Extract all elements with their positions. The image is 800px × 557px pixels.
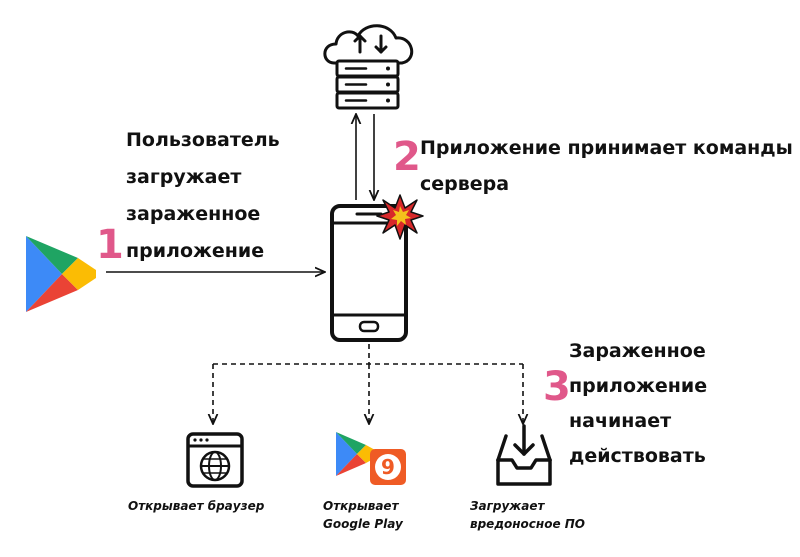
cloud-server-icon <box>323 24 414 110</box>
google-play-badge-icon: 9 <box>336 432 406 485</box>
step-1-line-3: зараженное <box>126 203 261 225</box>
step-1-line-1: Пользователь <box>126 129 280 151</box>
step-number-3: 3 <box>543 364 571 410</box>
step-2-text: Приложение принимает команды с сервера <box>420 130 800 202</box>
outcome-2-caption: Открывает Google Play <box>323 497 403 533</box>
step-1-line-4: приложение <box>126 240 265 262</box>
step-3-text: Зараженное приложение начинает действова… <box>569 334 707 474</box>
step-1-line-2: загружает <box>126 166 242 188</box>
browser-globe-icon <box>186 432 244 488</box>
step-1-text: Пользователь загружает зараженное прилож… <box>126 122 280 270</box>
step-3-line-1: Зараженное <box>569 340 706 362</box>
step-3-line-4: действовать <box>569 445 706 467</box>
step-number-1: 1 <box>96 222 124 268</box>
outcome-2-line-2: Google Play <box>323 517 403 531</box>
step-3-line-2: приложение <box>569 375 708 397</box>
step-3-line-3: начинает <box>569 410 672 432</box>
outcome-2-line-1: Открывает <box>323 499 399 513</box>
step-2-line-2: сервера <box>420 173 510 195</box>
download-tray-icon <box>496 424 552 486</box>
outcome-1-caption: Открывает браузер <box>128 497 264 515</box>
play-badge-number: 9 <box>381 455 395 479</box>
branch-connectors <box>213 344 523 424</box>
outcome-3-line-2: вредоносное ПО <box>470 517 586 531</box>
burst-icon <box>376 194 424 240</box>
outcome-3-caption: Загружает вредоносное ПО <box>470 497 585 533</box>
outcome-1-line-1: Открывает браузер <box>128 499 265 513</box>
smartphone-icon <box>330 204 408 342</box>
outcome-3-line-1: Загружает <box>470 499 545 513</box>
step-2-line-1: Приложение принимает команды с <box>420 137 800 159</box>
step-number-2: 2 <box>393 134 421 180</box>
google-play-icon <box>26 236 96 312</box>
